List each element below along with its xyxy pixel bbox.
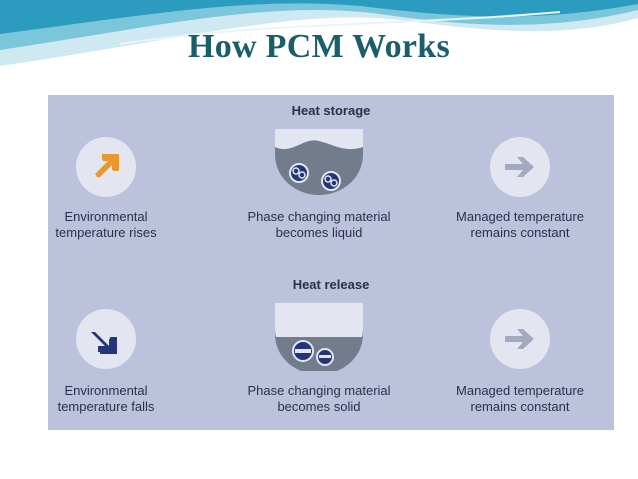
arrow-right-icon bbox=[490, 137, 550, 197]
pcm-liquid-icon bbox=[275, 129, 363, 195]
pcm-diagram-panel: Heat storage Environmental temperature r… bbox=[48, 95, 614, 430]
caption-line: becomes solid bbox=[277, 399, 361, 414]
caption-temperature-rises: Environmental temperature rises bbox=[11, 209, 201, 241]
header-wave-decoration bbox=[0, 0, 638, 66]
caption-line: remains constant bbox=[470, 399, 570, 414]
pcm-solid-icon bbox=[275, 303, 363, 371]
caption-becomes-liquid: Phase changing material becomes liquid bbox=[224, 209, 414, 241]
caption-line: becomes liquid bbox=[275, 225, 363, 240]
arrow-down-right-icon bbox=[76, 309, 136, 369]
heat-release-heading: Heat release bbox=[292, 277, 370, 292]
caption-becomes-solid: Phase changing material becomes solid bbox=[224, 383, 414, 415]
caption-line: remains constant bbox=[470, 225, 570, 240]
caption-line: temperature falls bbox=[57, 399, 155, 414]
caption-remains-constant: Managed temperature remains constant bbox=[425, 383, 615, 415]
caption-line: Environmental bbox=[64, 383, 148, 398]
caption-line: Environmental bbox=[64, 209, 148, 224]
caption-line: Managed temperature bbox=[456, 383, 584, 398]
caption-line: Managed temperature bbox=[456, 209, 584, 224]
arrow-up-right-icon bbox=[76, 137, 136, 197]
caption-line: Phase changing material bbox=[247, 209, 391, 224]
heat-storage-heading: Heat storage bbox=[291, 103, 371, 118]
caption-remains-constant: Managed temperature remains constant bbox=[425, 209, 615, 241]
slide-title: How PCM Works bbox=[187, 28, 451, 65]
caption-line: temperature rises bbox=[55, 225, 157, 240]
caption-temperature-falls: Environmental temperature falls bbox=[11, 383, 201, 415]
arrow-right-icon bbox=[490, 309, 550, 369]
caption-line: Phase changing material bbox=[247, 383, 391, 398]
